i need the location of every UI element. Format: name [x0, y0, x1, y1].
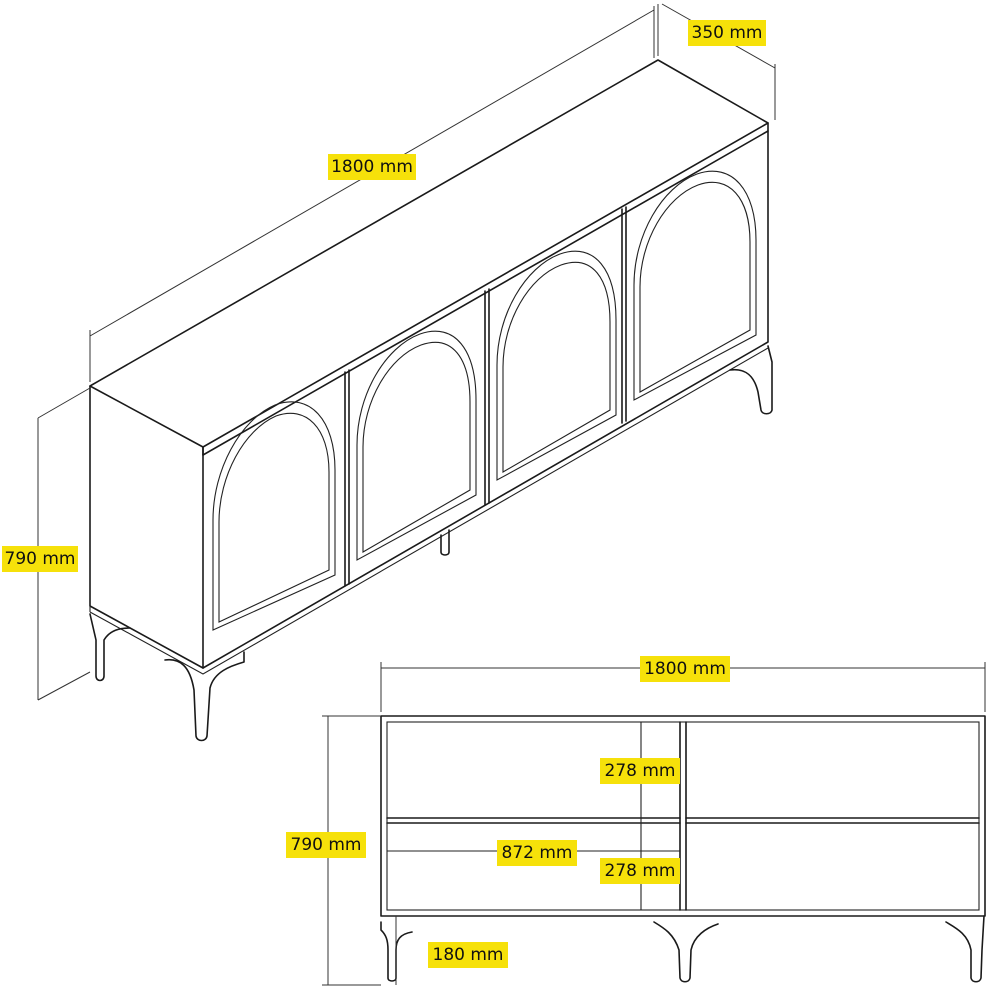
label-shelf-bottom: 278 mm: [600, 858, 680, 884]
label-front-width-text: 1800 mm: [644, 659, 726, 679]
label-front-height-text: 790 mm: [291, 835, 362, 855]
iso-top-face: [89, 59, 769, 448]
iso-arch-door-2-inner: [362, 341, 471, 553]
iso-door-splits: [344, 206, 627, 587]
label-iso-depth-text: 350 mm: [692, 23, 763, 43]
label-leg-height: 180 mm: [428, 942, 508, 968]
iso-dim-height: [37, 387, 91, 701]
front-leg-center: [653, 921, 719, 983]
label-iso-width-text: 1800 mm: [331, 157, 413, 177]
iso-arch-door-4-inner: [639, 181, 751, 393]
iso-left-side: [89, 385, 204, 669]
label-front-height: 790 mm: [286, 832, 366, 858]
iso-leg-middle: [440, 529, 450, 556]
iso-arch-door-3: [496, 250, 617, 481]
iso-arch-door-3-inner: [502, 261, 611, 473]
iso-arch-door-1: [212, 401, 336, 631]
front-inner-frame: [386, 721, 980, 911]
isometric-view: [37, 3, 776, 742]
label-compartment-width: 872 mm: [497, 840, 577, 866]
front-outer-frame: [380, 715, 986, 917]
iso-leg-back-left: [89, 613, 131, 682]
iso-arch-door-1-inner: [218, 412, 330, 623]
iso-leg-front-left: [164, 651, 245, 742]
dimension-labels: 350 mm 1800 mm 790 mm 1800 mm 790 mm 278…: [2, 20, 766, 968]
iso-arch-door-2: [356, 330, 477, 561]
iso-dim-width: [89, 6, 655, 382]
label-front-width: 1800 mm: [640, 656, 730, 682]
label-iso-height-text: 790 mm: [5, 549, 76, 569]
front-view: [322, 662, 986, 986]
label-iso-width: 1800 mm: [328, 154, 416, 180]
iso-leg-right: [729, 345, 773, 415]
front-leg-left: [380, 921, 413, 982]
front-shelves: [386, 817, 980, 824]
front-center-divider: [679, 721, 687, 911]
label-shelf-top: 278 mm: [600, 758, 680, 784]
label-shelf-top-text: 278 mm: [605, 761, 676, 781]
iso-base-line: [89, 347, 769, 675]
label-iso-depth: 350 mm: [688, 20, 766, 46]
iso-arch-door-4: [633, 170, 757, 401]
label-leg-height-text: 180 mm: [433, 945, 504, 965]
label-iso-height: 790 mm: [2, 546, 78, 572]
front-leg-right: [945, 915, 985, 983]
label-compartment-width-text: 872 mm: [502, 843, 573, 863]
label-shelf-bottom-text: 278 mm: [605, 861, 676, 881]
